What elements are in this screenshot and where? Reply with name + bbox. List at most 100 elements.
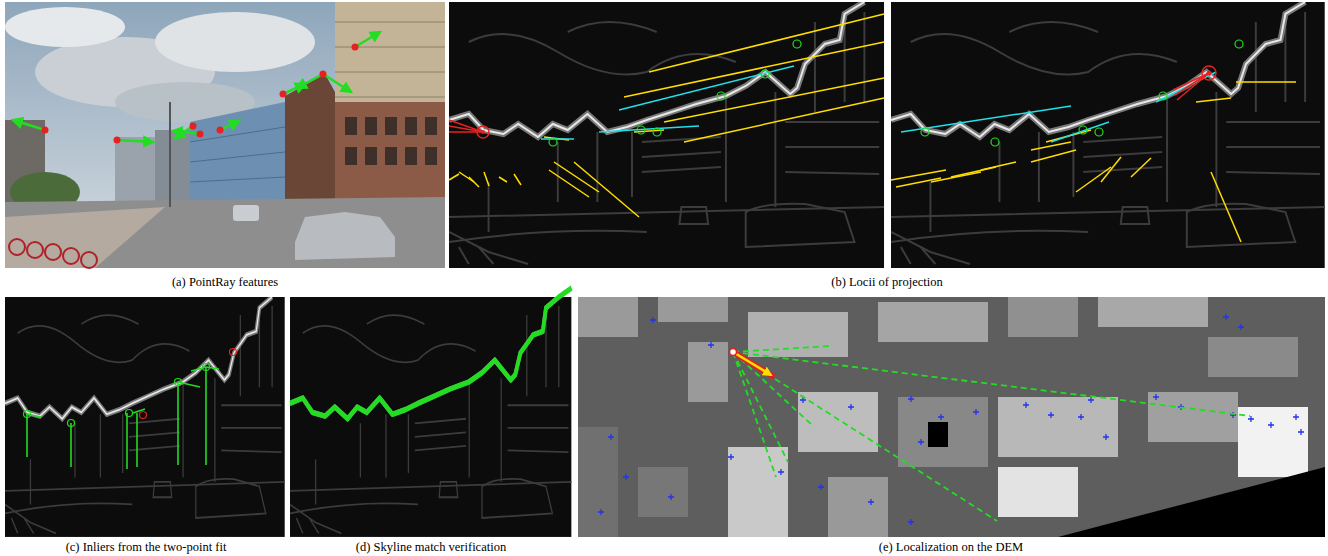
street-photo bbox=[45, 244, 61, 260]
dem-map bbox=[1098, 297, 1208, 327]
dem-map bbox=[1058, 467, 1325, 537]
edge-map-loci bbox=[624, 42, 884, 97]
edge-map-loci bbox=[637, 126, 645, 134]
edge-map-loci bbox=[1131, 158, 1151, 177]
dem-map bbox=[1008, 297, 1078, 337]
edge-map-loci bbox=[1207, 71, 1212, 76]
edge-map-inliers bbox=[26, 414, 28, 457]
edge-map-loci bbox=[664, 78, 884, 122]
edge-map-loci bbox=[901, 72, 1216, 142]
edge-map-loci bbox=[469, 177, 479, 187]
edge-map-loci bbox=[477, 126, 489, 138]
street-photo bbox=[5, 7, 125, 47]
dem-map bbox=[928, 422, 948, 447]
edge-map-inliers bbox=[175, 379, 182, 386]
street-photo bbox=[115, 137, 155, 207]
street-photo bbox=[425, 117, 437, 135]
street-photo bbox=[81, 252, 97, 268]
dem-map bbox=[638, 467, 688, 517]
street-photo bbox=[63, 248, 79, 264]
dem-map bbox=[998, 397, 1118, 457]
edge-map-loci bbox=[449, 2, 884, 268]
street-photo bbox=[190, 123, 197, 130]
dem-map bbox=[828, 477, 888, 537]
edge-map-loci bbox=[684, 98, 884, 142]
edge-map-inliers bbox=[126, 410, 133, 417]
street-photo bbox=[5, 2, 445, 268]
edge-map-loci bbox=[649, 14, 884, 72]
street-photo bbox=[405, 147, 417, 165]
street-photo bbox=[385, 147, 397, 165]
dem-map bbox=[733, 352, 788, 462]
edge-map-loci bbox=[991, 138, 999, 146]
panel-caption: (c) Inliers from the two-point fit bbox=[66, 540, 227, 554]
street-photo bbox=[197, 131, 204, 138]
edge-map-loci bbox=[793, 40, 801, 48]
edge-map-loci bbox=[1235, 40, 1243, 48]
street-photo bbox=[155, 130, 190, 205]
dem-map bbox=[998, 467, 1078, 517]
dem-map bbox=[578, 427, 618, 537]
edge-map-inliers bbox=[206, 367, 219, 369]
edge-map-loci bbox=[549, 138, 557, 146]
street-photo bbox=[9, 239, 25, 255]
edge-map-loci bbox=[896, 178, 941, 187]
street-photo bbox=[320, 71, 327, 78]
edge-map-inliers bbox=[205, 367, 207, 465]
edge-map-inliers bbox=[68, 420, 75, 427]
dem-map bbox=[733, 352, 771, 375]
edge-map-inliers bbox=[24, 364, 210, 427]
dem-map bbox=[578, 297, 638, 337]
street-photo bbox=[42, 127, 49, 134]
edge-map-inliers bbox=[5, 297, 285, 537]
dem-map bbox=[730, 349, 737, 356]
edge-map-loci bbox=[1101, 157, 1121, 182]
dem-map bbox=[733, 352, 776, 477]
edge-map-inliers bbox=[136, 413, 138, 467]
edge-map-loci bbox=[449, 131, 483, 133]
edge-map-loci bbox=[891, 2, 1325, 268]
street-photo bbox=[117, 140, 153, 142]
feature-crosses bbox=[598, 314, 1304, 525]
dem-map bbox=[733, 352, 812, 425]
dem-map bbox=[733, 352, 1250, 416]
dem-map bbox=[578, 297, 1325, 537]
dem-map bbox=[578, 297, 1325, 537]
edge-map-loci bbox=[931, 172, 981, 182]
edge-map-skyline bbox=[290, 297, 572, 537]
street-photo bbox=[5, 2, 445, 268]
dem-map bbox=[733, 346, 1250, 521]
edge-map-loci bbox=[1031, 150, 1076, 162]
edge-map-loci bbox=[981, 162, 1016, 170]
edge-map-loci bbox=[484, 172, 489, 186]
street-photo bbox=[405, 117, 417, 135]
dem-map bbox=[688, 342, 728, 402]
edge-map-inliers bbox=[27, 367, 219, 469]
edge-map-loci bbox=[1211, 172, 1241, 242]
street-photo bbox=[352, 44, 359, 51]
edge-map-loci bbox=[619, 66, 794, 110]
street-photo bbox=[335, 72, 445, 73]
street-photo bbox=[190, 127, 285, 182]
street-photo bbox=[114, 137, 121, 144]
edge-map-loci bbox=[1051, 122, 1109, 142]
edge-map-loci bbox=[549, 170, 589, 197]
street-photo bbox=[365, 117, 377, 135]
street-photo bbox=[285, 74, 335, 207]
dem-map bbox=[878, 302, 988, 342]
edge-map-loci bbox=[1236, 81, 1296, 83]
edge-map-inliers bbox=[70, 423, 72, 467]
dem-map bbox=[658, 297, 728, 322]
edge-map-loci bbox=[1095, 128, 1103, 136]
street-photo bbox=[9, 239, 97, 268]
dem-map bbox=[898, 397, 988, 467]
edge-map-loci bbox=[891, 2, 1325, 268]
edge-map-loci bbox=[891, 82, 1296, 242]
edge-map-loci bbox=[921, 128, 929, 136]
street-photo bbox=[155, 12, 315, 72]
dem-map bbox=[733, 352, 774, 377]
edge-map-inliers bbox=[203, 364, 210, 371]
edge-map-loci bbox=[541, 66, 794, 139]
panel-caption: (d) Skyline match verification bbox=[356, 540, 506, 554]
